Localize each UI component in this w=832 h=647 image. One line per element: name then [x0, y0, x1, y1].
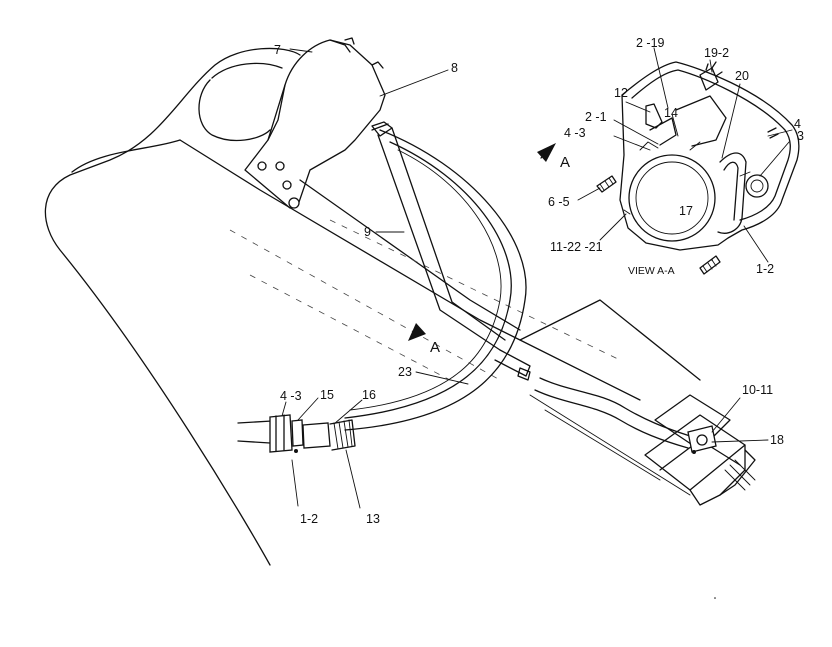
hose-23 [344, 129, 527, 431]
frame-body [44, 47, 756, 566]
callout-2-19: 2 -19 [636, 36, 665, 50]
callout-4-view: 4 [794, 117, 801, 131]
callout-1-2-left: 1-2 [300, 512, 318, 526]
callout-9: 9 [364, 225, 371, 239]
callout-12: 12 [614, 86, 628, 100]
callout-15: 15 [320, 388, 334, 402]
callout-18: 18 [770, 433, 784, 447]
callout-2-1: 2 -1 [585, 110, 607, 124]
callout-7: 7 [274, 43, 281, 57]
view-label: VIEW A-A [628, 265, 675, 277]
callout-23: 23 [398, 365, 412, 379]
callout-13: 13 [366, 512, 380, 526]
callout-6-5: 6 -5 [548, 195, 570, 209]
callout-8: 8 [451, 61, 458, 75]
tube-9 [371, 121, 531, 377]
callout-3-view: 3 [797, 129, 804, 143]
section-marker-top: A [560, 154, 570, 171]
mount-block [244, 37, 386, 209]
callout-14: 14 [664, 106, 678, 120]
callout-17: 17 [679, 204, 693, 218]
lower-fittings [237, 414, 356, 453]
callout-4-3-view: 4 -3 [564, 126, 586, 140]
callout-4-3-left: 4 -3 [280, 389, 302, 403]
callout-16: 16 [362, 388, 376, 402]
view-a-a-detail [596, 61, 800, 275]
callout-19-2: 19-2 [704, 46, 729, 60]
right-line [517, 367, 717, 454]
callout-labels: 7 8 9 23 4 -3 15 16 1-2 13 10-11 18 2 -1… [274, 36, 804, 526]
callout-1-2-view: 1-2 [756, 262, 774, 276]
callout-20: 20 [735, 69, 749, 83]
section-marker-bottom: A [430, 339, 440, 356]
callout-10-11: 10-11 [742, 383, 773, 397]
section-line: A A [408, 143, 570, 356]
callout-11-22-21: 11-22 -21 [550, 240, 603, 254]
leader-lines [281, 47, 793, 509]
